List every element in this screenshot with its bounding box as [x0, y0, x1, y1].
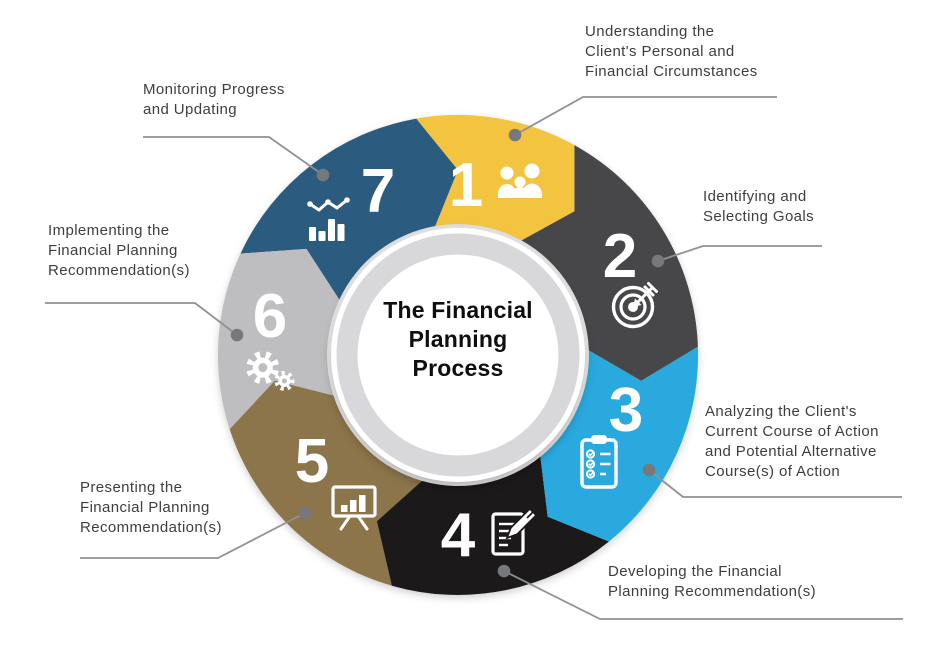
- step-label-1: Understanding the Client's Personal and …: [585, 23, 758, 80]
- step-label-3: Analyzing the Client's Current Course of…: [705, 403, 879, 480]
- step-label-5: Presenting the Financial Planning Recomm…: [80, 479, 222, 536]
- family-icon: [498, 163, 542, 198]
- segment-2: [521, 145, 698, 381]
- leader-dot-2: [651, 254, 665, 268]
- leader-dot-7: [316, 168, 330, 182]
- leader-dot-1: [508, 128, 522, 142]
- leader-line-5: [80, 512, 306, 559]
- step-number-1: 1: [449, 151, 483, 220]
- leader-dot-3: [642, 463, 656, 477]
- step-numbers: 1 2 3 4 5 6 7: [253, 151, 643, 570]
- step-label-7: Monitoring Progress and Updating: [143, 81, 285, 118]
- leader-line-7: [143, 136, 324, 176]
- leader-line-2: [657, 245, 822, 262]
- step-icons: [246, 163, 658, 556]
- step-number-6: 6: [253, 282, 287, 351]
- leader-line-3: [648, 469, 902, 498]
- step-number-5: 5: [295, 427, 329, 496]
- step-number-4: 4: [441, 501, 476, 570]
- segment-7: [240, 118, 458, 300]
- step-label-2: Identifying and Selecting Goals: [703, 188, 815, 225]
- leader-dot-6: [230, 328, 244, 342]
- leader-line-1: [514, 96, 777, 136]
- step-number-2: 2: [603, 222, 637, 291]
- center-disk: [331, 228, 585, 482]
- presentation-chart-icon: [331, 485, 377, 531]
- clipboard-checklist-icon: [580, 435, 618, 489]
- diagram-title: The Financial Planning Process: [383, 297, 533, 381]
- leader-line-4: [503, 570, 903, 620]
- trend-chart-icon: [307, 197, 350, 241]
- step-label-6: Implementing the Financial Planning Reco…: [48, 222, 190, 279]
- step-number-7: 7: [361, 157, 395, 226]
- document-pencil-icon: [491, 507, 538, 556]
- ring-segments: [217, 114, 699, 595]
- step-number-3: 3: [609, 376, 643, 445]
- step-label-4: Developing the Financial Planning Recomm…: [608, 563, 816, 600]
- segment-6: [217, 248, 340, 430]
- segment-3: [540, 346, 699, 542]
- segment-1: [416, 114, 575, 241]
- target-icon: [611, 282, 658, 329]
- leader-line-6: [45, 302, 238, 336]
- leader-dot-4: [497, 564, 511, 578]
- leader-lines: [45, 96, 903, 620]
- leader-dot-5: [298, 506, 312, 520]
- segment-5: [229, 380, 422, 586]
